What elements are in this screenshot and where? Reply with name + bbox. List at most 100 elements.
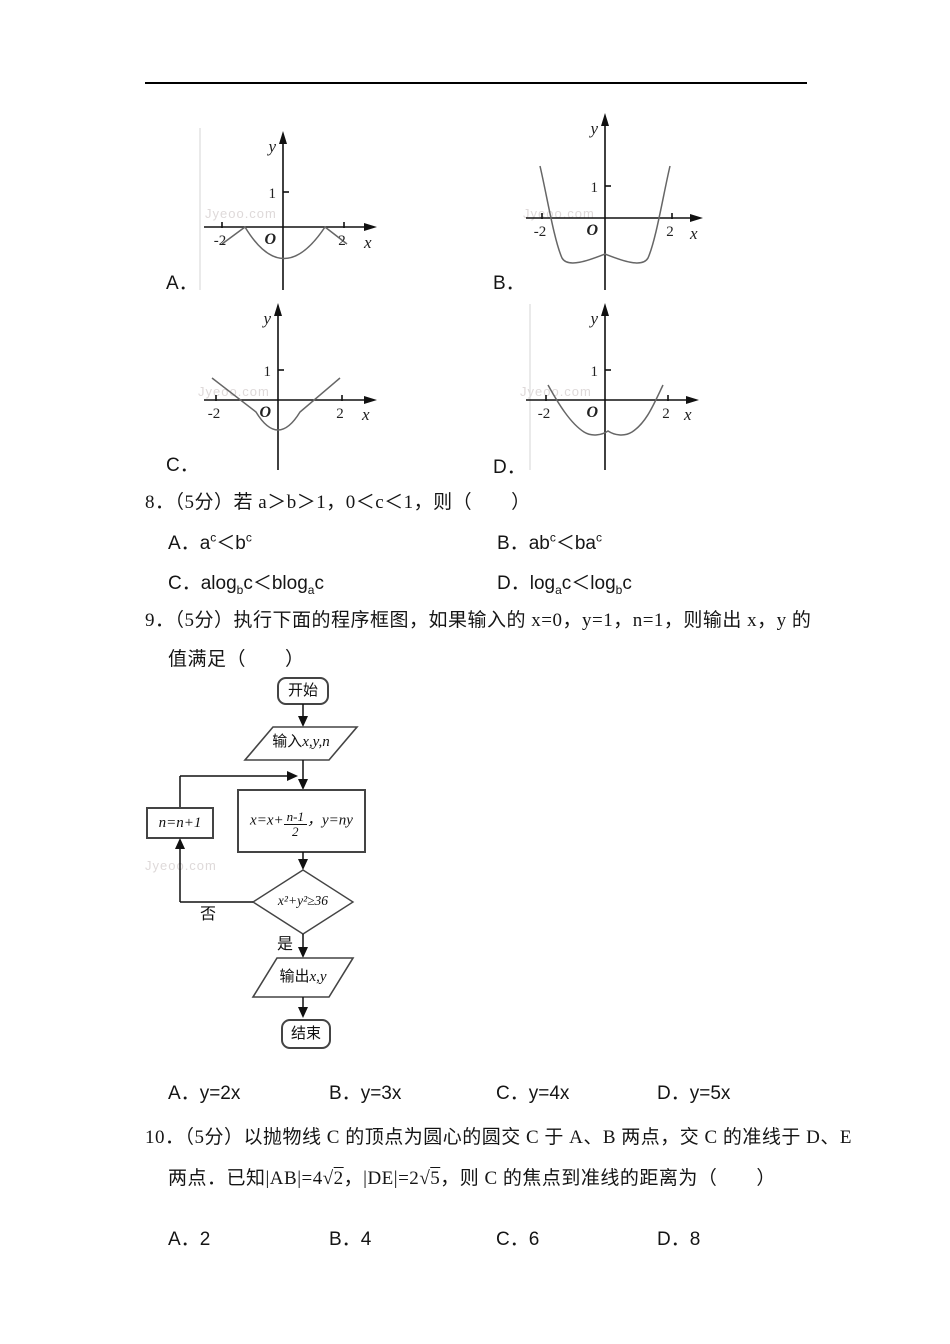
function-curve	[547, 384, 664, 436]
no-branch-label: 否	[199, 906, 216, 923]
function-curve	[539, 165, 671, 264]
graph-option-b-letter: B．	[493, 273, 525, 294]
question-9-option-c: C．y=4x	[496, 1078, 569, 1105]
end-node-label: 结束	[290, 1026, 321, 1042]
input-node-shape	[243, 726, 359, 761]
watermark: Jyeoo.com	[205, 206, 277, 221]
y-axis-label: y	[588, 119, 598, 138]
x-axis-arrow-icon	[364, 396, 377, 404]
arrow-right-icon	[287, 771, 298, 781]
x-axis-arrow-icon	[686, 396, 699, 404]
yes-branch-label: 是	[276, 936, 293, 953]
option-letter: A．	[168, 1229, 200, 1250]
y-tick-label: 1	[591, 364, 599, 380]
end-node-shape	[281, 1019, 331, 1049]
question-8-number: 8．	[145, 492, 175, 513]
question-10-option-c: C．6	[496, 1224, 539, 1251]
x-axis-arrow-icon	[690, 214, 703, 222]
option-value: y=4x	[528, 1083, 570, 1104]
x-axis-label: x	[363, 233, 372, 252]
y-axis-arrow-icon	[601, 113, 609, 126]
y-axis-arrow-icon	[274, 303, 282, 316]
start-node-label: 开始	[287, 683, 318, 699]
x-tick-label-neg: -2	[208, 406, 221, 422]
question-9-option-b: B．y=3x	[329, 1078, 401, 1105]
question-8-option-c: C．alogbc＜blogac	[168, 568, 324, 597]
x-tick-label-neg: -2	[534, 224, 547, 240]
x-axis-label: x	[361, 405, 370, 424]
question-9-option-a: A．y=2x	[168, 1078, 240, 1105]
option-letter: A．	[168, 533, 200, 554]
y-axis-label: y	[266, 137, 276, 156]
origin-label: O	[586, 222, 598, 239]
function-curve	[221, 225, 348, 260]
option-letter: C．	[496, 1083, 529, 1104]
y-axis-arrow-icon	[601, 303, 609, 316]
question-8-option-a: A．ac＜bc	[168, 528, 252, 555]
origin-label: O	[264, 231, 276, 248]
page-top-rule	[145, 82, 807, 84]
input-node-label: 输入x,y,n	[272, 734, 330, 750]
y-axis-label: y	[261, 309, 271, 328]
option-value: y=3x	[360, 1083, 402, 1104]
process-node-shape	[237, 789, 366, 853]
y-tick-label: 1	[591, 180, 599, 196]
x-tick-label-neg: -2	[214, 233, 227, 249]
option-formula: alogbc＜blogac	[200, 573, 324, 597]
x-axis-label: x	[683, 405, 692, 424]
graph-option-a: 1 -2 2 O x y	[190, 128, 410, 290]
y-tick-label: 1	[264, 364, 272, 380]
question-10-text: （5分）以抛物线 C 的顶点为圆心的圆交 C 于 A、B 两点，交 C 的准线于…	[184, 1127, 853, 1148]
output-node-label: 输出x,y	[279, 969, 327, 985]
question-9-stem-line2: 值满足（ ）	[168, 649, 305, 670]
arrow-down-icon	[298, 947, 308, 958]
option-value: 4	[360, 1229, 372, 1250]
arrow-down-icon	[298, 859, 308, 870]
option-value: 8	[689, 1229, 701, 1250]
option-formula: logac＜logbc	[529, 573, 632, 597]
question-10-option-d: D．8	[657, 1224, 700, 1251]
option-letter: A．	[168, 1083, 200, 1104]
option-value: 6	[528, 1229, 540, 1250]
arrow-up-icon	[175, 838, 185, 849]
question-10-stem-line2: 两点．已知|AB|=4√2，|DE|=2√5，则 C 的焦点到准线的距离为（ ）	[168, 1168, 776, 1189]
arrow-down-icon	[298, 779, 308, 790]
question-8-option-b: B．abc＜bac	[497, 528, 602, 555]
question-10-stem-line1: 10．（5分）以抛物线 C 的顶点为圆心的圆交 C 于 A、B 两点，交 C 的…	[145, 1122, 852, 1149]
option-formula: abc＜bac	[528, 530, 602, 554]
x-tick-label-pos: 2	[336, 406, 344, 422]
origin-label: O	[586, 404, 598, 421]
question-8-stem: 8．（5分）若 a＞b＞1，0＜c＜1，则（ ）	[145, 487, 531, 514]
option-letter: C．	[168, 573, 201, 594]
option-value: y=5x	[689, 1083, 731, 1104]
loop-node-label: n=n+1	[158, 815, 202, 831]
question-9-number: 9．	[145, 610, 175, 631]
option-letter: D．	[497, 573, 530, 594]
option-letter: D．	[657, 1229, 690, 1250]
graph-option-d: 1 -2 2 O x y	[510, 298, 732, 470]
graph-option-c: 1 -2 2 O x y	[190, 298, 410, 470]
y-axis-arrow-icon	[279, 131, 287, 144]
option-letter: B．	[329, 1229, 361, 1250]
x-tick-label-pos: 2	[666, 224, 674, 240]
option-value: y=2x	[199, 1083, 241, 1104]
question-10-number: 10．	[145, 1127, 185, 1148]
y-tick-label: 1	[269, 186, 277, 202]
graph-option-a-letter: A．	[166, 273, 198, 294]
x-axis-label: x	[689, 224, 698, 243]
x-tick-label-pos: 2	[338, 233, 346, 249]
option-letter: D．	[657, 1083, 690, 1104]
option-letter: B．	[497, 533, 529, 554]
y-axis-label: y	[588, 309, 598, 328]
arrow-down-icon	[298, 1007, 308, 1018]
option-value: 2	[199, 1229, 211, 1250]
origin-label: O	[259, 404, 271, 421]
graph-option-c-letter: C．	[166, 455, 199, 476]
decision-node-label: x²+y²≥36	[277, 893, 329, 908]
question-9-text: （5分）执行下面的程序框图，如果输入的 x=0，y=1，n=1，则输出 x，y …	[174, 610, 812, 631]
output-node-shape	[251, 957, 355, 998]
question-8-option-d: D．logac＜logbc	[497, 568, 632, 597]
